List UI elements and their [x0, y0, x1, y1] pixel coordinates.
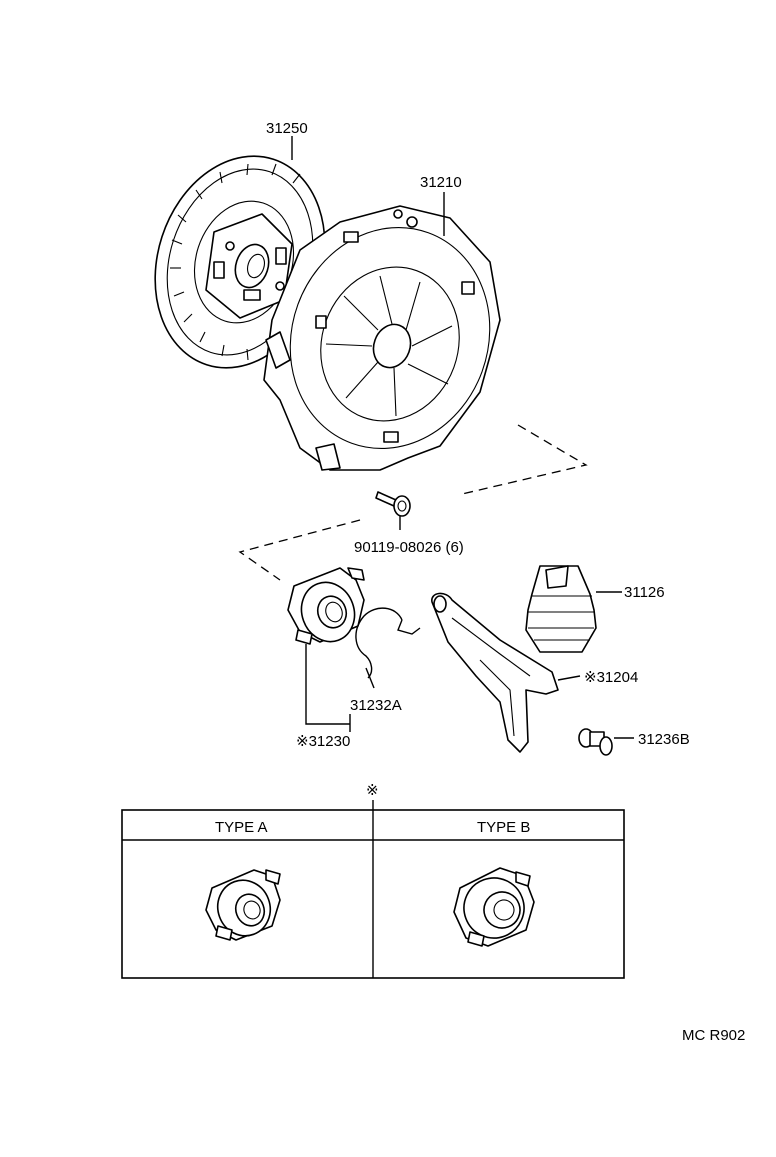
label-release-fork: ※31204	[584, 669, 638, 686]
label-clip: 31232A	[350, 697, 402, 714]
type-b-bearing-drawing	[453, 867, 535, 947]
table-note-mark: ※	[366, 782, 379, 799]
label-pivot: 31236B	[638, 731, 690, 748]
table-header-type-b: TYPE B	[477, 819, 530, 836]
clip-drawing	[355, 607, 421, 689]
label-boot: 31126	[624, 584, 665, 601]
pivot-drawing	[578, 728, 613, 756]
label-clutch-disc: 31250	[266, 120, 308, 137]
label-release-bearing: ※31230	[296, 733, 350, 750]
release-bearing-drawing	[287, 567, 365, 645]
bolt-drawing	[375, 491, 411, 530]
label-bolt: 90119-08026 (6)	[354, 539, 464, 556]
boot-drawing	[525, 565, 597, 653]
label-clutch-cover: 31210	[420, 174, 462, 191]
assembly-dashed-line	[238, 424, 588, 581]
type-a-bearing-drawing	[205, 869, 281, 941]
leader-lines	[291, 136, 634, 739]
diagram-code: MC R902	[682, 1027, 745, 1044]
table-header-type-a: TYPE A	[215, 819, 268, 836]
release-fork-drawing	[431, 592, 559, 753]
clutch-cover-drawing	[263, 205, 501, 471]
type-table: ※ TYPE A TYPE B	[121, 782, 625, 979]
